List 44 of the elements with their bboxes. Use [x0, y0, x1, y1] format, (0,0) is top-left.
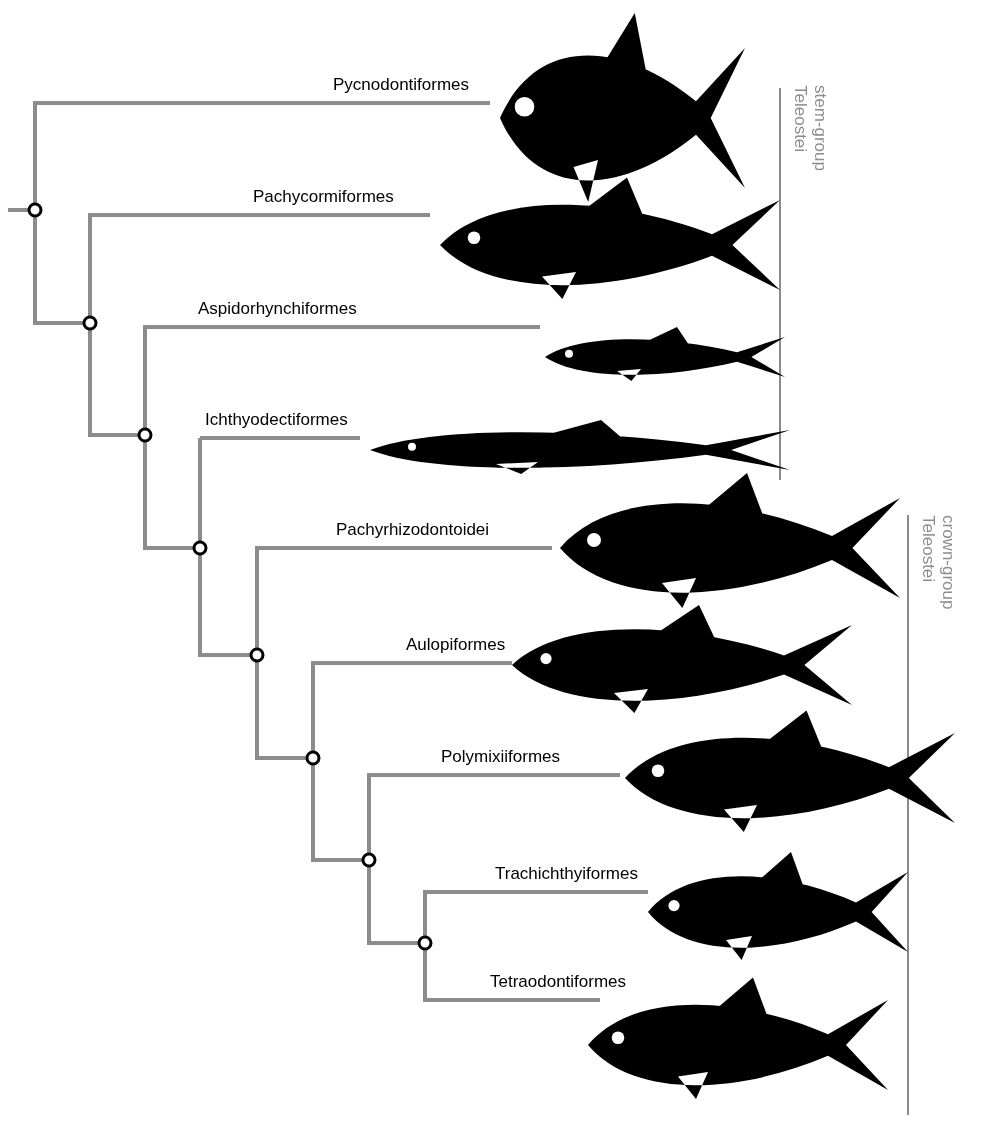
branch-line — [311, 765, 362, 862]
branch-tip — [200, 410, 360, 440]
taxon-name: Trachichthyiformes — [495, 864, 638, 884]
node-circle — [82, 315, 98, 331]
taxon-name: Ichthyodectiformes — [205, 410, 348, 430]
branch-line — [143, 442, 193, 550]
taxon-name: Pachyrhizodontoidei — [336, 520, 490, 540]
branch-tip — [330, 520, 552, 550]
branch-line — [255, 662, 306, 760]
branch-tip — [435, 747, 620, 777]
branch-line — [88, 213, 245, 316]
node-circle — [192, 540, 208, 556]
node-circle — [417, 935, 433, 951]
clade-label: stem-group Teleostei — [790, 85, 830, 173]
node-circle — [249, 647, 265, 663]
branch-tip — [490, 864, 648, 894]
branch-tip — [190, 299, 540, 329]
branch-line — [33, 217, 83, 325]
taxon-name: Pachycormiformes — [253, 187, 394, 207]
branch-line — [423, 890, 490, 936]
branch-line — [255, 546, 330, 648]
branch-line — [33, 101, 325, 203]
branch-tip — [245, 187, 430, 217]
branch-line — [311, 661, 400, 751]
taxon-name: Aulopiformes — [406, 635, 506, 655]
branch-tip — [325, 75, 490, 105]
branch-line — [88, 330, 138, 437]
branch-line — [423, 950, 485, 1002]
taxon-name: Polymixiiformes — [441, 747, 561, 767]
node-circle — [305, 750, 321, 766]
branch-tip — [400, 635, 512, 665]
branch-line — [143, 325, 190, 428]
node-circle — [137, 427, 153, 443]
branch-line — [367, 773, 435, 853]
node-circle — [27, 202, 43, 218]
branch-line — [8, 208, 28, 212]
branch-line — [198, 436, 202, 541]
taxon-name: Pycnodontiformes — [333, 75, 470, 95]
taxon-name: Aspidorhynchiformes — [198, 299, 357, 319]
branch-line — [198, 555, 250, 657]
branch-line — [367, 867, 418, 945]
taxon-name: Tetraodontiformes — [490, 972, 627, 992]
node-circle — [361, 852, 377, 868]
clade-label: crown-group Teleostei — [918, 515, 958, 612]
